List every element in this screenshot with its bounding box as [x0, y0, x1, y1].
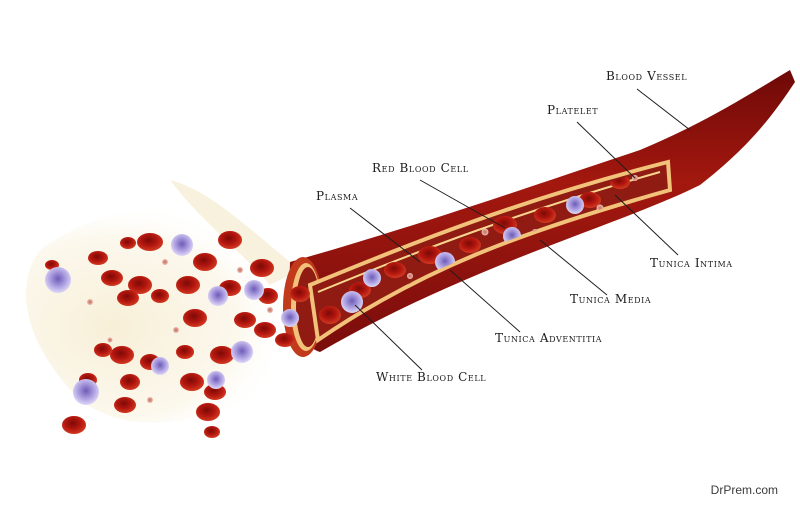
- label-platelet: Platelet: [547, 103, 599, 117]
- platelet: [107, 337, 113, 343]
- label-tunica-adventitia: Tunica Adventitia: [495, 331, 603, 345]
- red-blood-cell: [110, 346, 134, 364]
- red-blood-cell: [254, 322, 276, 338]
- platelet: [267, 307, 273, 313]
- red-blood-cell: [204, 426, 220, 438]
- platelet: [147, 397, 153, 403]
- watermark: DrPrem.com: [710, 483, 778, 497]
- red-blood-cell: [101, 270, 123, 286]
- leader-lines: [349, 88, 691, 371]
- white-blood-cell: [363, 269, 381, 287]
- leader-line-plasma: [349, 207, 421, 263]
- red-blood-cell: [196, 403, 220, 421]
- red-blood-cell: [534, 207, 556, 223]
- label-plasma: Plasma: [316, 189, 359, 203]
- red-blood-cell: [384, 262, 406, 278]
- red-blood-cell: [210, 346, 234, 364]
- white-blood-cell: [566, 196, 584, 214]
- red-blood-cell: [579, 192, 601, 208]
- leader-line-tunica-intima: [614, 194, 679, 256]
- red-blood-cell: [137, 233, 163, 251]
- white-blood-cell: [151, 357, 169, 375]
- platelet: [162, 259, 168, 265]
- leader-line-white-blood-cell: [354, 304, 423, 371]
- platelet: [481, 228, 489, 236]
- red-blood-cell: [275, 333, 295, 347]
- red-blood-cell: [176, 345, 194, 359]
- red-blood-cell: [114, 397, 136, 413]
- red-blood-cell: [250, 259, 274, 277]
- label-red-blood-cell: Red Blood Cell: [372, 161, 469, 175]
- white-blood-cell: [45, 267, 71, 293]
- spilled-cells: [45, 231, 299, 438]
- red-blood-cell: [180, 373, 204, 391]
- white-blood-cell: [231, 341, 253, 363]
- platelet: [407, 273, 413, 279]
- white-blood-cell: [208, 286, 228, 306]
- platelet: [237, 267, 243, 273]
- red-blood-cell: [176, 276, 200, 294]
- platelet: [87, 299, 93, 305]
- white-blood-cell: [73, 379, 99, 405]
- red-blood-cell: [88, 251, 108, 265]
- red-blood-cell: [319, 306, 341, 324]
- label-tunica-media: Tunica Media: [570, 292, 652, 306]
- red-blood-cell: [183, 309, 207, 327]
- leader-line-tunica-media: [539, 239, 608, 296]
- red-blood-cell: [128, 276, 152, 294]
- white-blood-cell: [207, 371, 225, 389]
- label-blood-vessel: Blood Vessel: [606, 69, 688, 83]
- leader-line-platelet: [576, 121, 636, 179]
- red-blood-cell: [120, 374, 140, 390]
- leader-line-red-blood-cell: [419, 179, 506, 229]
- red-blood-cell: [459, 237, 481, 253]
- leader-line-blood-vessel: [636, 88, 691, 131]
- red-blood-cell: [204, 384, 226, 400]
- red-blood-cell: [193, 253, 217, 271]
- red-blood-cell: [290, 286, 310, 302]
- white-blood-cell: [171, 234, 193, 256]
- red-blood-cell: [117, 290, 139, 306]
- label-white-blood-cell: White Blood Cell: [376, 370, 487, 384]
- red-blood-cell: [120, 237, 136, 249]
- red-blood-cell: [151, 289, 169, 303]
- red-blood-cell: [94, 343, 112, 357]
- red-blood-cell: [62, 416, 86, 434]
- red-blood-cell: [218, 231, 242, 249]
- tunica-intima-edge: [317, 171, 661, 293]
- leader-line-tunica-adventitia: [449, 269, 521, 333]
- label-tunica-intima: Tunica Intima: [650, 256, 733, 270]
- red-blood-cell: [234, 312, 256, 328]
- platelet: [173, 327, 179, 333]
- white-blood-cell: [281, 309, 299, 327]
- white-blood-cell: [244, 280, 264, 300]
